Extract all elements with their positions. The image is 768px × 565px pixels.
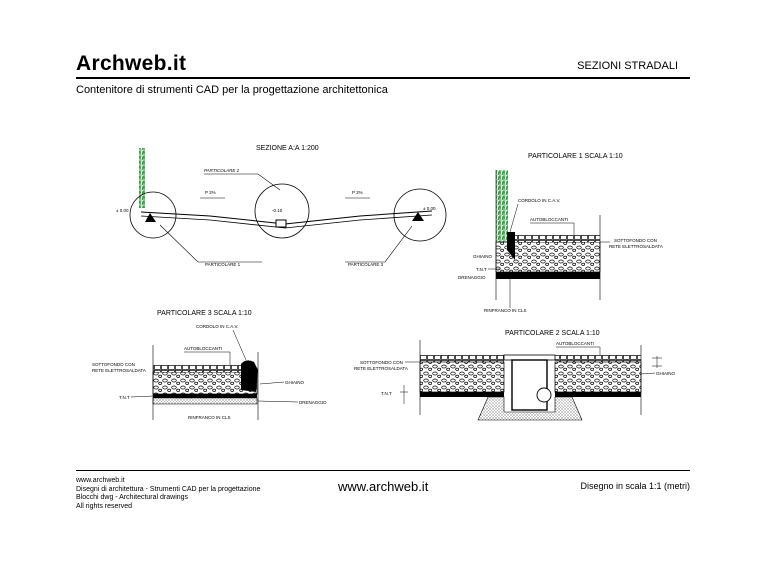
road-base-line [140, 214, 433, 229]
footer-website: www.archweb.it [338, 479, 429, 494]
p2-title: PARTICOLARE 2 SCALA 1:10 [505, 330, 600, 337]
p2-drain-box [511, 359, 548, 411]
p1-leader-autobloccanti [530, 222, 575, 235]
p3-sottofondo1: SOTTOFONDO CON [92, 362, 135, 367]
p2-rinfranco [477, 396, 583, 421]
p2-cut-lines [419, 340, 642, 415]
p1-grass [496, 170, 508, 242]
sezione-title: SEZIONE A:A 1:200 [256, 145, 319, 152]
p3-cordolo-label: CORDOLO IN C.A.V. [196, 324, 238, 329]
sheet-section-title: SEZIONI STRADALI [577, 60, 678, 72]
p2-ghiaino-label: GHIAINO [656, 371, 676, 376]
p2-blocks-right [555, 355, 641, 362]
p3-tnt-label: T.N.T [119, 395, 130, 400]
p2-sottofondo2: RETE ELETTROSALDATA [354, 366, 408, 371]
p1-rinfranco-label: RINFRANCO IN CLS [484, 308, 527, 313]
header-divider [76, 77, 690, 79]
p3-autobloccanti [153, 365, 245, 372]
p1-cut-lines [495, 170, 601, 300]
p3-drenaggio-label: DRENAGGIO [299, 400, 327, 405]
p2-gravel-left [419, 361, 505, 393]
p2-tnt-label: T.N.T [381, 391, 392, 396]
p1-ghiaino-label: GHIAINO [473, 254, 493, 259]
curb-marker-right [412, 212, 424, 221]
detail-circle-2 [254, 183, 310, 239]
p1-autobloccanti [514, 235, 600, 242]
p1-sottofondo1: SOTTOFONDO CON [614, 238, 657, 243]
particolare1-label: PARTICOLARE 1 [205, 262, 241, 267]
p2-drain-pipe [536, 387, 552, 403]
leader-particolare1 [159, 224, 262, 263]
leader-particolare2 [204, 173, 281, 191]
footer-line-1: www.archweb.it [76, 477, 125, 484]
level-zero-right: ± 0.00 [423, 206, 436, 211]
leader-particolare3 [345, 225, 413, 263]
p2-grate [503, 354, 556, 361]
p2-leader-autobloccanti [556, 346, 601, 355]
footer-divider [76, 470, 690, 471]
p2-gravel-right [554, 361, 642, 393]
sheet-subtitle: Contenitore di strumenti CAD per la prog… [76, 84, 388, 96]
slope-right: P 2% [352, 190, 363, 195]
particolare3-label: PARTICOLARE 3 [348, 262, 384, 267]
p1-drenaggio-label: DRENAGGIO [458, 275, 486, 280]
p3-leader-ghiaino [259, 381, 285, 385]
p1-autobloccanti-label: AUTOBLOCCANTI [530, 217, 568, 222]
footer-line-3: Blocchi dwg - Architectural drawings [76, 494, 189, 501]
p3-ghiaino-label: GHIAINO [285, 380, 305, 385]
p2-leader-ghiaino [640, 372, 656, 375]
p3-cut-lines [152, 345, 259, 420]
p1-cordolo [507, 232, 515, 260]
p3-rinfranco [152, 397, 258, 405]
slope-left: P 2% [205, 190, 216, 195]
p1-leader-cordolo [509, 203, 519, 233]
p3-cordolo [241, 360, 258, 392]
drain-marker [275, 219, 287, 228]
p3-tnt [153, 394, 257, 398]
brand-logo-text: Archweb.it [76, 52, 187, 75]
footer-scale: Disegno in scala 1:1 (metri) [580, 481, 690, 491]
curb-marker-left [145, 213, 156, 222]
p3-sottofondo2: RETE ELETTROSALDATA [92, 368, 146, 373]
p2-autobloccanti-label: AUTOBLOCCANTI [556, 341, 594, 346]
p2-blocks-left [420, 355, 504, 362]
p2-dim-right [652, 356, 662, 368]
level-zero-left: ± 0.00 [116, 208, 129, 213]
p2-tnt-left [420, 392, 504, 397]
detail-circle-1 [129, 191, 177, 239]
footer-line-4: All rights reserved [76, 502, 133, 510]
p3-leader-tnt [130, 395, 154, 398]
detail-circle-3 [393, 188, 447, 242]
p3-title: PARTICOLARE 3 SCALA 1:10 [157, 310, 252, 317]
p1-cordolo-label: CORDOLO IN C.A.V. [518, 198, 560, 203]
p1-sottofondo2: RETE ELETTROSALDATA [609, 244, 663, 249]
p1-tnt-label: T.N.T [476, 267, 487, 272]
particolare2-label: PARTICOLARE 2 [204, 168, 240, 173]
grass-strip [139, 148, 145, 208]
p3-leader-cordolo [232, 329, 247, 361]
p2-dim-left [400, 385, 408, 404]
p3-leader-drenaggio [257, 400, 299, 403]
p3-autobloccanti-label: AUTOBLOCCANTI [184, 346, 222, 351]
footer-line-2: Disegni di architettura - Strumenti CAD … [76, 485, 261, 493]
p3-rinfranco-label: RINFRANCO IN CLS [188, 415, 231, 420]
p2-tnt-right [555, 392, 641, 397]
p3-leader-autobloccanti [184, 351, 231, 365]
level-minus: -0.10 [272, 208, 283, 213]
p1-rinfranco [496, 272, 600, 279]
footer-credits: www.archweb.it Disegni di architettura -… [76, 477, 260, 511]
p1-title: PARTICOLARE 1 SCALA 1:10 [528, 153, 623, 160]
p2-sottofondo1: SOTTOFONDO CON [360, 360, 403, 365]
